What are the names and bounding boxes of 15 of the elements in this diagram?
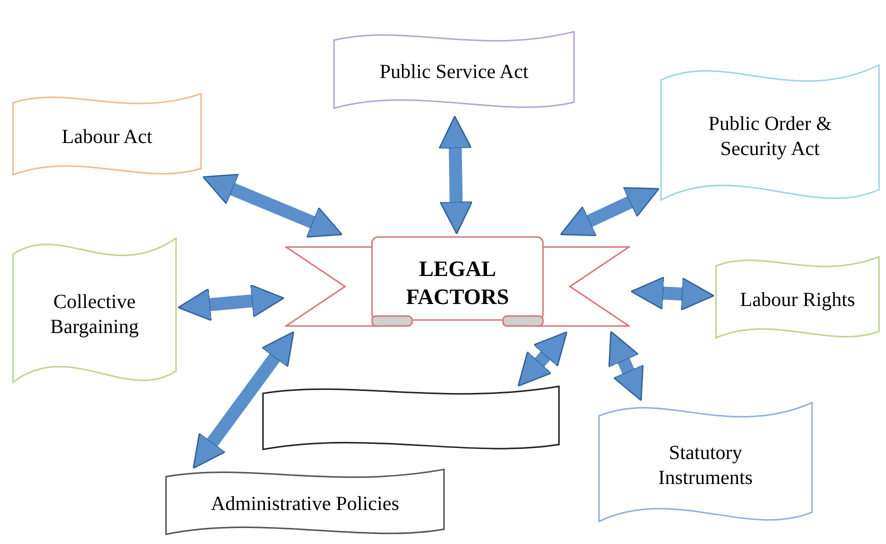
node-label: Administrative Policies bbox=[210, 492, 400, 516]
double-arrow bbox=[178, 284, 284, 322]
node-label: Public Order & Security Act bbox=[707, 112, 833, 162]
double-arrow bbox=[630, 276, 714, 311]
node-label: Statutory Instruments bbox=[657, 441, 754, 491]
node-label: Collective Bargaining bbox=[49, 290, 140, 340]
node-label: Labour Rights bbox=[740, 288, 855, 312]
double-arrow bbox=[192, 331, 294, 469]
double-arrow bbox=[608, 330, 644, 402]
double-arrow bbox=[560, 187, 660, 236]
double-arrow bbox=[517, 331, 568, 387]
node-label: Public Service Act bbox=[380, 60, 528, 85]
node-label: Labour Act bbox=[62, 124, 152, 150]
double-arrow bbox=[438, 116, 473, 234]
double-arrow bbox=[202, 174, 343, 238]
